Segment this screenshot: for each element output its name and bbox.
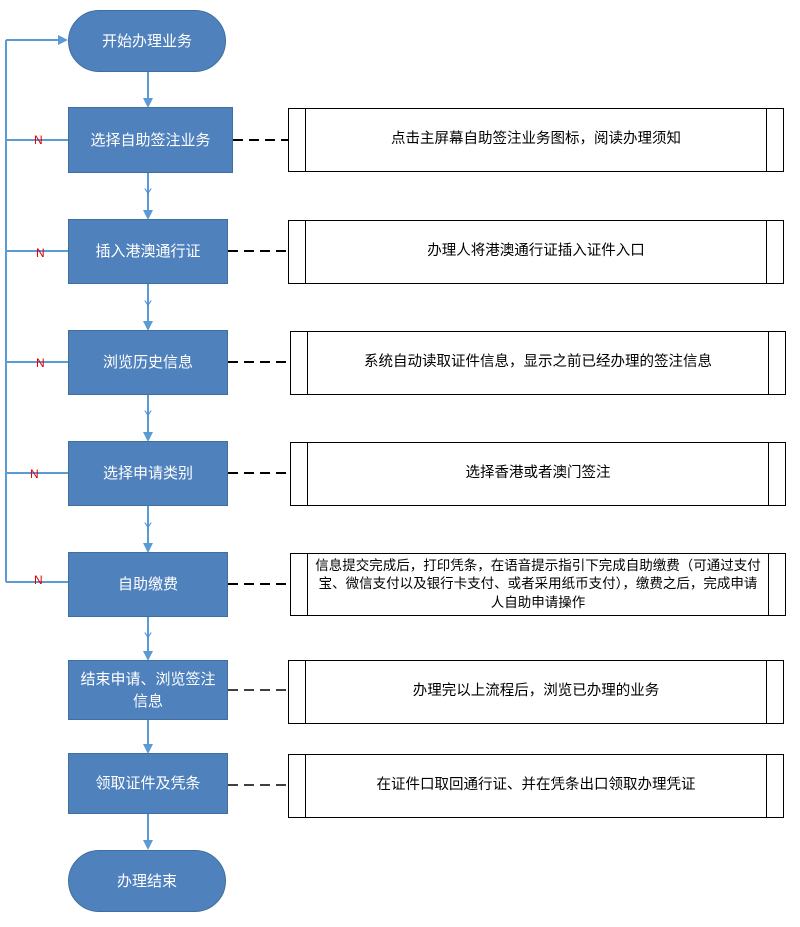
start-node-label: 开始办理业务 [101,31,192,50]
step-label: 自助缴费 [117,575,178,594]
start-node: 开始办理业务 [68,10,226,72]
note-box: 点击主屏幕自助签注业务图标，阅读办理须知 [288,108,784,172]
note-box: 办理人将港澳通行证插入证件入口 [288,220,784,284]
note-box: 信息提交完成后，打印凭条，在语音提示指引下完成自助缴费（可通过支付宝、微信支付以… [290,553,786,616]
note-text: 系统自动读取证件信息，显示之前已经办理的签注信息 [364,354,712,371]
no-label: N [30,467,39,481]
note-text: 点击主屏幕自助签注业务图标，阅读办理须知 [391,131,681,148]
note-box: 选择香港或者澳门签注 [290,442,786,506]
step-insert-permit: 插入港澳通行证 [68,219,228,284]
no-label: N [34,573,43,587]
note-box: 系统自动读取证件信息，显示之前已经办理的签注信息 [290,331,786,395]
yes-label: Y [144,186,153,200]
note-text: 信息提交完成后，打印凭条，在语音提示指引下完成自助缴费（可通过支付宝、微信支付以… [315,558,761,611]
step-self-payment: 自助缴费 [68,552,228,617]
end-node-label: 办理结束 [116,871,177,890]
yes-label: Y [144,630,153,644]
note-box: 在证件口取回通行证、并在凭条出口领取办理凭证 [288,754,784,818]
yes-label: Y [144,298,153,312]
step-label: 领取证件及凭条 [95,774,201,793]
step-select-category: 选择申请类别 [68,441,228,506]
note-text: 办理完以上流程后，浏览已办理的业务 [412,683,660,700]
note-box: 办理完以上流程后，浏览已办理的业务 [288,660,784,724]
step-label: 插入港澳通行证 [95,242,201,261]
step-collect-docs: 领取证件及凭条 [68,753,228,814]
no-label: N [34,133,43,147]
step-browse-history: 浏览历史信息 [68,330,228,395]
step-select-service: 选择自助签注业务 [68,107,233,173]
no-label: N [36,246,45,260]
note-text: 选择香港或者澳门签注 [465,465,611,482]
end-node: 办理结束 [68,850,226,912]
note-text: 办理人将港澳通行证插入证件入口 [427,243,645,260]
step-label: 浏览历史信息 [102,353,193,372]
step-finish-browse: 结束申请、浏览签注信息 [68,660,228,720]
step-label: 结束申请、浏览签注信息 [80,669,216,711]
note-text: 在证件口取回通行证、并在凭条出口领取办理凭证 [376,777,696,794]
step-label: 选择自助签注业务 [90,130,211,149]
step-label: 选择申请类别 [102,464,193,483]
no-label: N [36,356,45,370]
yes-label: Y [144,520,153,534]
yes-label: Y [144,408,153,422]
